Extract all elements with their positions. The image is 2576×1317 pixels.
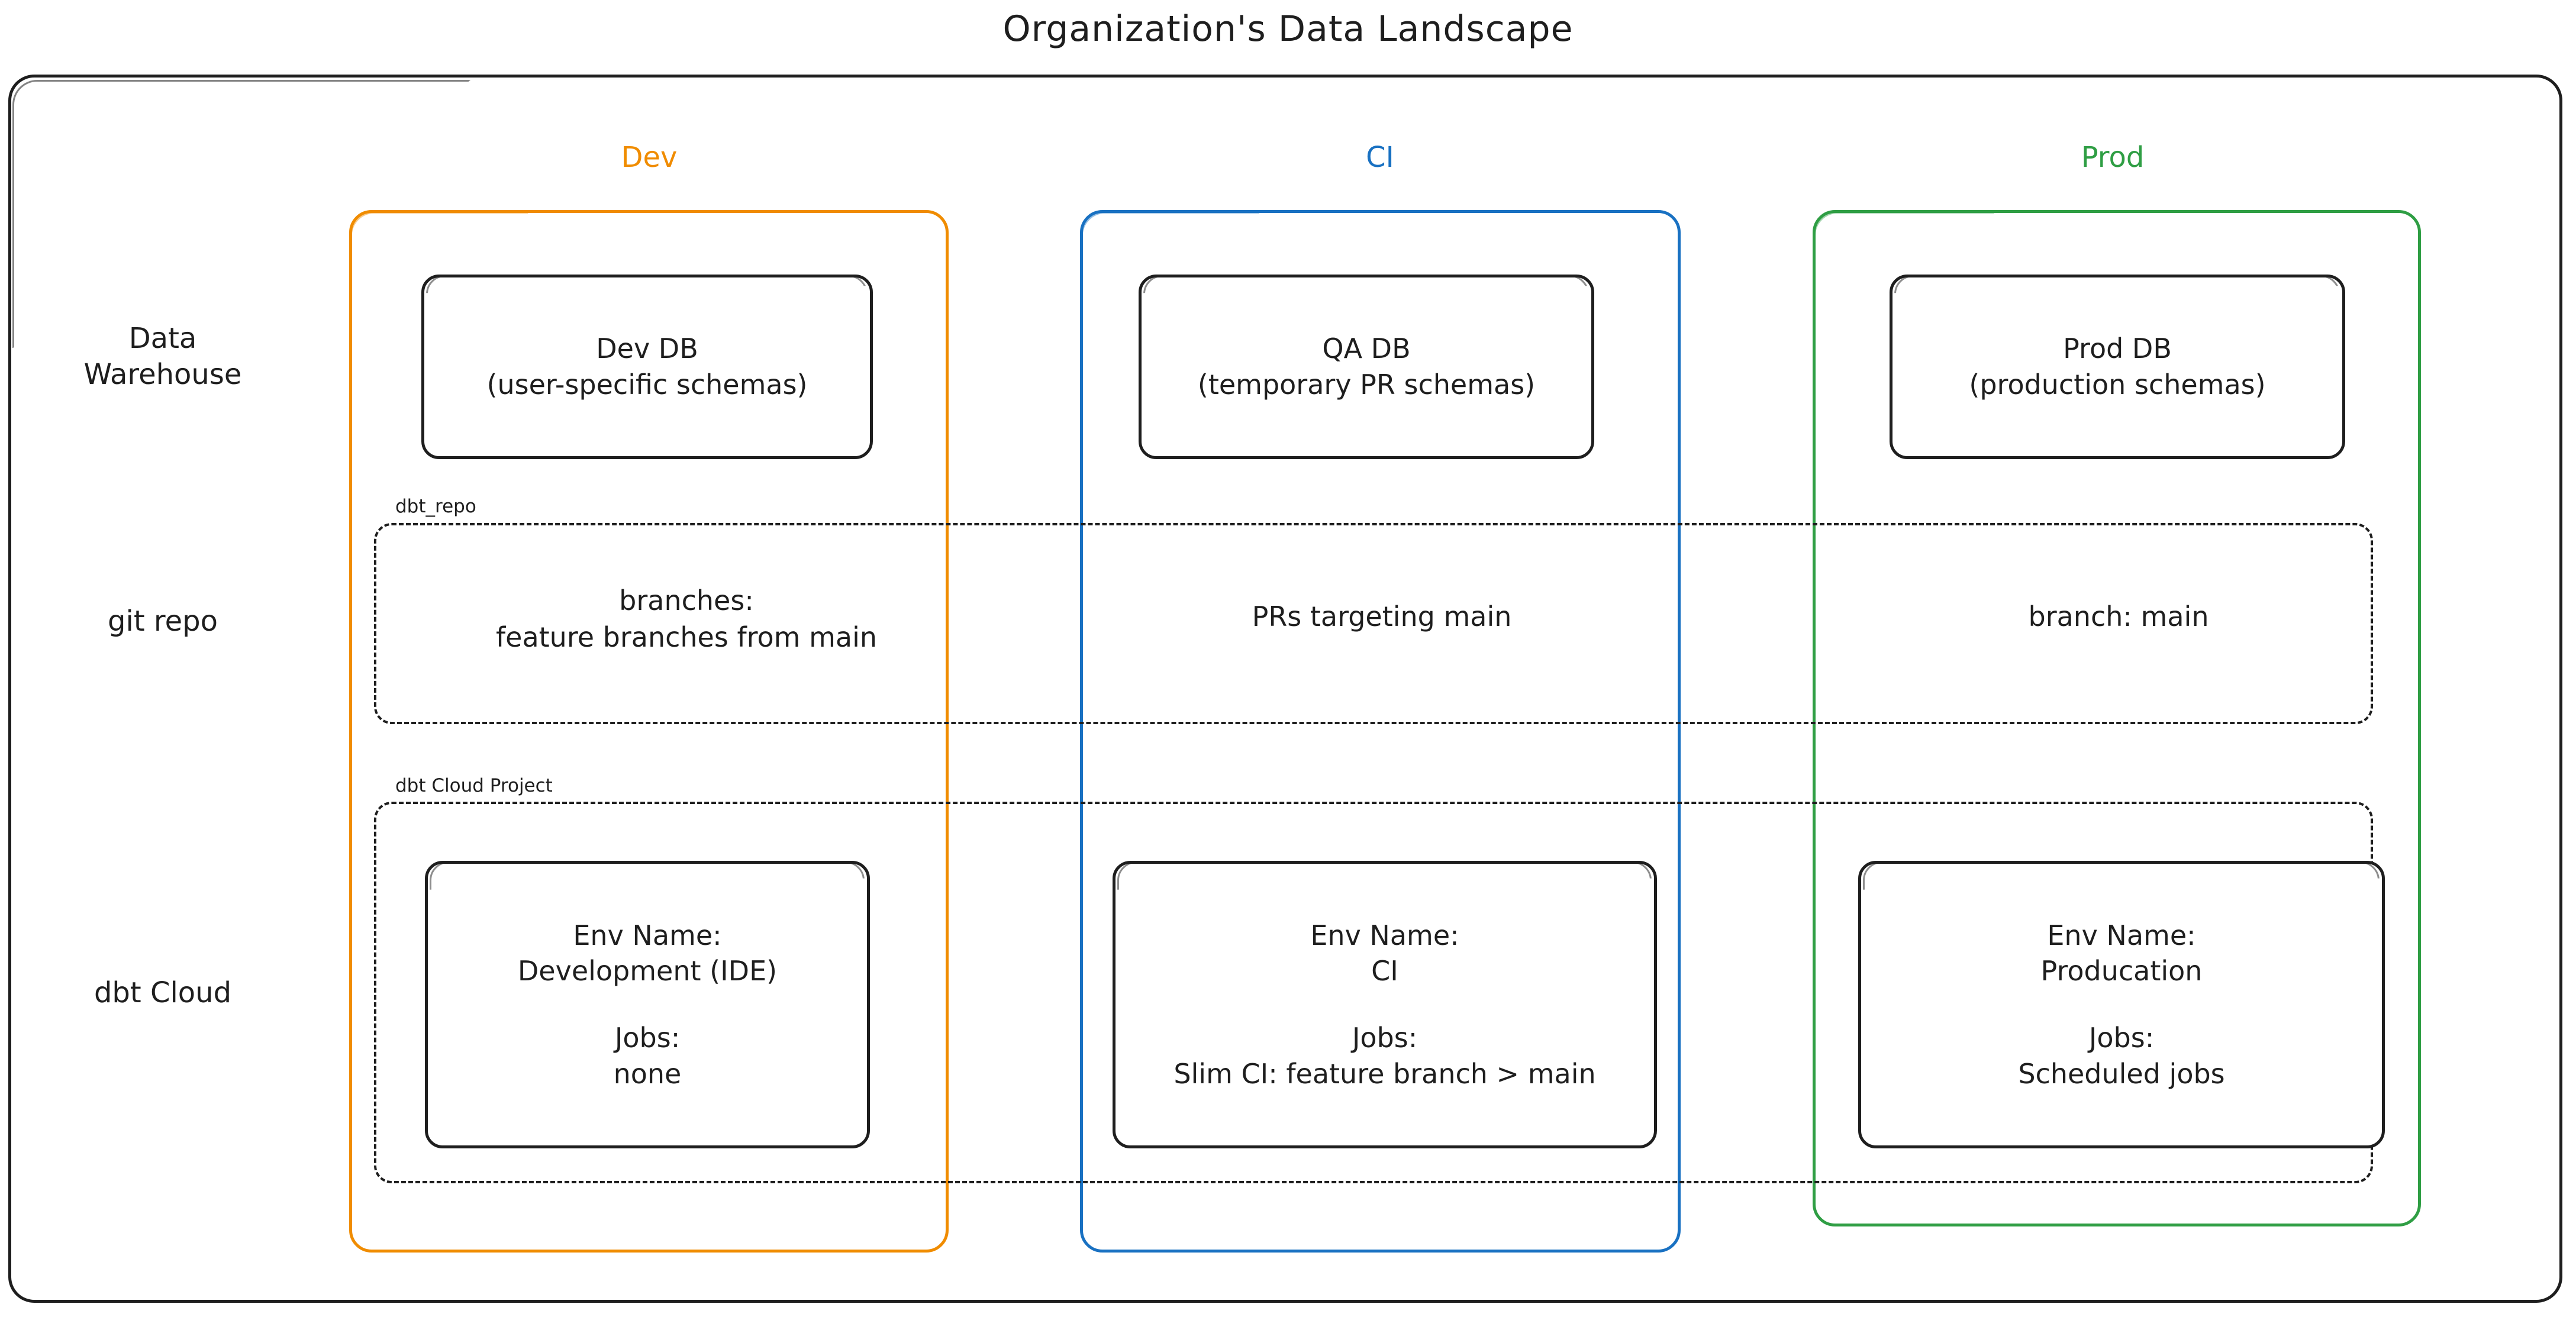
column-header-ci: CI: [1366, 141, 1394, 174]
node-dev-env-name-label: Env Name:: [573, 919, 722, 951]
env-column-prod: [1813, 210, 2421, 1226]
node-ci-env-name-value: CI: [1371, 955, 1398, 987]
row-label-dbt-cloud: dbt Cloud: [94, 976, 232, 1009]
node-ci-env-name-label: Env Name:: [1310, 919, 1459, 951]
env-column-dev: [349, 210, 949, 1253]
node-dev-db[interactable]: Dev DB (user-specific schemas): [421, 275, 873, 459]
node-dev-env-name-value: Development (IDE): [517, 955, 778, 987]
git-repo-text-ci: PRs targeting main: [1086, 599, 1678, 635]
row-label-data-warehouse-line1: Data: [128, 322, 197, 355]
node-dev-db-title: Dev DB: [596, 333, 698, 365]
node-prod-db[interactable]: Prod DB (production schemas): [1890, 275, 2345, 459]
git-repo-text-prod: branch: main: [1823, 599, 2414, 635]
node-prod-env-name-value: Producation: [2040, 955, 2203, 987]
node-dev-db-subtitle: (user-specific schemas): [486, 369, 808, 401]
node-dev-env-jobs-label: Jobs:: [614, 1022, 681, 1054]
group-label-dbt-repo: dbt_repo: [395, 496, 476, 517]
group-label-dbt-cloud-project: dbt Cloud Project: [395, 775, 553, 796]
node-dbt-cloud-dev-env[interactable]: Env Name: Development (IDE) Jobs: none: [425, 861, 870, 1148]
node-prod-env-name-label: Env Name:: [2047, 919, 2196, 951]
node-prod-db-subtitle: (production schemas): [1969, 369, 2266, 401]
row-label-data-warehouse-line2: Warehouse: [83, 358, 242, 392]
row-label-git-repo: git repo: [108, 605, 218, 638]
node-qa-db-subtitle: (temporary PR schemas): [1197, 369, 1536, 401]
node-prod-db-title: Prod DB: [2063, 333, 2172, 365]
git-repo-text-ci-line1: PRs targeting main: [1252, 601, 1512, 632]
group-container-dbt-repo: [374, 523, 2373, 724]
node-dbt-cloud-ci-env[interactable]: Env Name: CI Jobs: Slim CI: feature bran…: [1113, 861, 1657, 1148]
git-repo-text-dev: branches: feature branches from main: [391, 583, 982, 656]
git-repo-text-prod-line1: branch: main: [2028, 601, 2209, 632]
env-column-ci: [1080, 210, 1681, 1253]
diagram-outer-frame: [8, 75, 2562, 1303]
node-dev-env-jobs-value: none: [613, 1057, 682, 1090]
node-prod-env-jobs-value: Scheduled jobs: [2018, 1057, 2225, 1090]
page-title: Organization's Data Landscape: [1002, 8, 1574, 50]
git-repo-text-dev-line2: feature branches from main: [495, 621, 878, 653]
node-qa-db-title: QA DB: [1322, 333, 1411, 365]
node-dbt-cloud-prod-env[interactable]: Env Name: Producation Jobs: Scheduled jo…: [1858, 861, 2385, 1148]
node-ci-env-jobs-value: Slim CI: feature branch > main: [1173, 1057, 1596, 1090]
row-label-data-warehouse: Data Warehouse: [36, 321, 290, 393]
column-header-dev: Dev: [621, 141, 678, 174]
column-header-prod: Prod: [2081, 141, 2145, 174]
node-ci-env-jobs-label: Jobs:: [1352, 1022, 1418, 1054]
node-qa-db[interactable]: QA DB (temporary PR schemas): [1139, 275, 1594, 459]
node-prod-env-jobs-label: Jobs:: [2088, 1022, 2155, 1054]
git-repo-text-dev-line1: branches:: [619, 585, 754, 616]
